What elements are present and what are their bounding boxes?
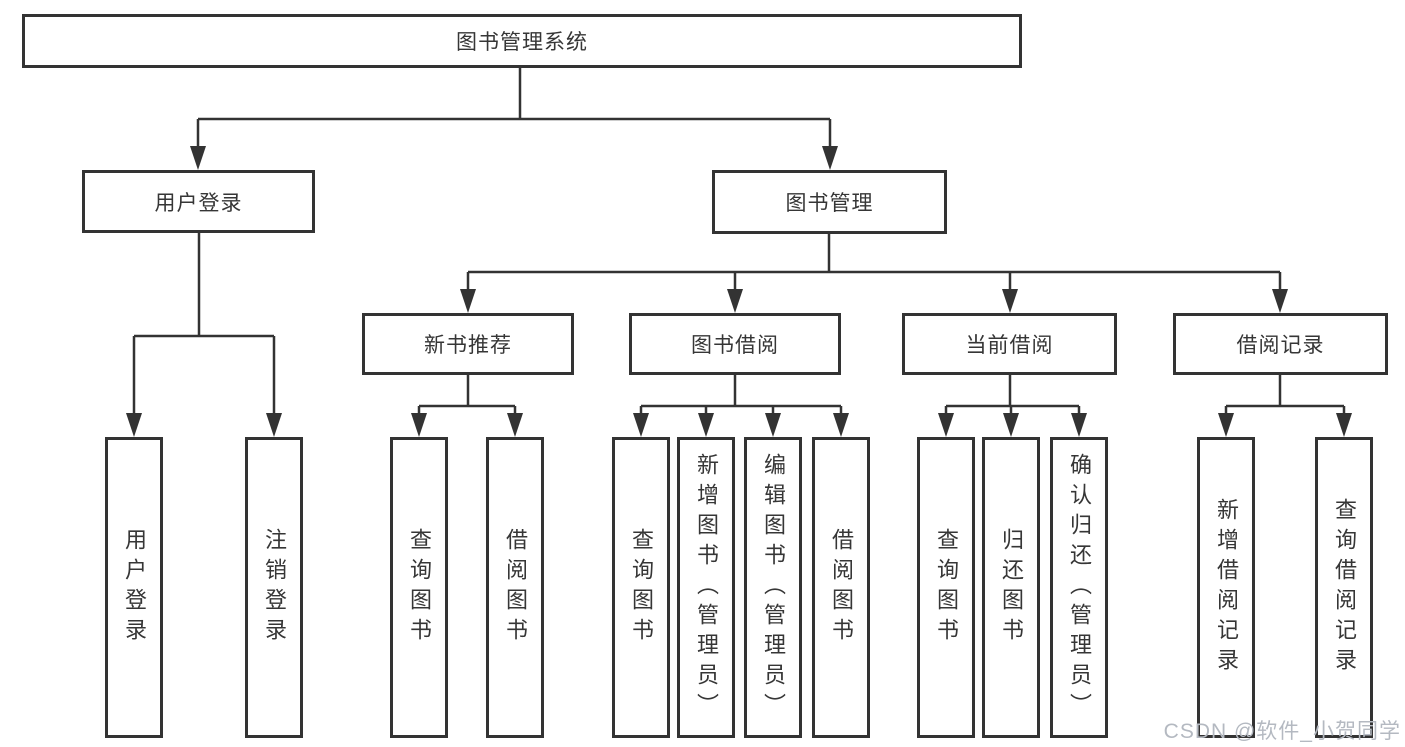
- node-root-system: 图书管理系统: [22, 14, 1022, 68]
- node-label: 查询图书: [934, 527, 959, 648]
- arrowhead: [833, 413, 849, 437]
- arrowhead: [190, 146, 206, 170]
- leaf-return-books: 归还图书: [982, 437, 1040, 738]
- arrowhead: [460, 289, 476, 313]
- node-label: 当前借阅: [965, 334, 1054, 357]
- leaf-borrow-books: 借阅图书: [812, 437, 870, 738]
- edges-user-login-subtree: [126, 233, 282, 437]
- edges-borrow-records-subtree: [1218, 375, 1352, 437]
- node-label: 借阅记录: [1236, 334, 1325, 357]
- node-label: 新增图书（管理员）: [694, 452, 719, 723]
- node-label: 查询图书: [629, 527, 654, 648]
- arrowhead: [1071, 413, 1087, 437]
- arrowhead: [1003, 413, 1019, 437]
- connector-path: [944, 375, 1081, 418]
- leaf-logout: 注销登录: [245, 437, 303, 738]
- arrowhead: [411, 413, 427, 437]
- node-book-borrowing: 图书借阅: [629, 313, 841, 375]
- node-label: 图书管理: [785, 192, 874, 215]
- edges-book-borrow-subtree: [633, 375, 849, 437]
- leaf-edit-books-admin: 编辑图书（管理员）: [744, 437, 802, 738]
- arrowhead: [1218, 413, 1234, 437]
- arrowhead: [822, 146, 838, 170]
- arrowhead: [727, 289, 743, 313]
- arrowhead: [1272, 289, 1288, 313]
- edges-current-borrow-subtree: [938, 375, 1087, 437]
- node-label: 查询借阅记录: [1332, 497, 1357, 678]
- arrowhead: [698, 413, 714, 437]
- arrowhead: [938, 413, 954, 437]
- node-label: 查询图书: [407, 527, 432, 648]
- node-label: 归还图书: [999, 527, 1024, 648]
- leaf-add-books-admin: 新增图书（管理员）: [677, 437, 735, 738]
- arrowhead: [765, 413, 781, 437]
- node-label: 确认归还（管理员）: [1067, 452, 1092, 723]
- node-label: 新增借阅记录: [1214, 497, 1239, 678]
- node-label: 借阅图书: [503, 527, 528, 648]
- leaf-borrow-books-recommend: 借阅图书: [486, 437, 544, 738]
- node-label: 注销登录: [262, 527, 287, 648]
- leaf-query-books-borrowing: 查询图书: [612, 437, 670, 738]
- node-new-book-recommend: 新书推荐: [362, 313, 574, 375]
- arrowhead: [1002, 289, 1018, 313]
- connector-path: [639, 375, 843, 418]
- arrowhead: [633, 413, 649, 437]
- node-label: 图书借阅: [691, 334, 779, 357]
- node-user-login: 用户登录: [82, 170, 315, 233]
- leaf-confirm-return-admin: 确认归还（管理员）: [1050, 437, 1108, 738]
- node-label: 用户登录: [154, 191, 243, 215]
- node-borrowing-records: 借阅记录: [1173, 313, 1388, 375]
- arrowhead: [126, 413, 142, 437]
- leaf-add-borrow-record: 新增借阅记录: [1197, 437, 1255, 738]
- edges-new-book-subtree: [411, 375, 523, 437]
- connector-path: [132, 233, 276, 418]
- leaf-query-books-current: 查询图书: [917, 437, 975, 738]
- arrowhead: [266, 413, 282, 437]
- connector-path: [196, 68, 832, 151]
- arrowhead: [1336, 413, 1352, 437]
- node-label: 图书管理系统: [456, 31, 588, 54]
- arrowhead: [507, 413, 523, 437]
- connector-path: [417, 375, 517, 418]
- leaf-user-login: 用户登录: [105, 437, 163, 738]
- connector-path: [1224, 375, 1346, 418]
- connector-path: [466, 234, 1282, 294]
- node-book-management: 图书管理: [712, 170, 947, 234]
- edges-root-to-level2: [190, 68, 838, 170]
- node-label: 用户登录: [122, 527, 147, 648]
- node-current-borrowing: 当前借阅: [902, 313, 1117, 375]
- node-label: 借阅图书: [829, 527, 854, 648]
- csdn-watermark: CSDN @软件_小贺同学: [1163, 720, 1401, 743]
- leaf-query-books-recommend: 查询图书: [390, 437, 448, 738]
- leaf-query-borrow-record: 查询借阅记录: [1315, 437, 1373, 738]
- edges-book-mgmt-to-level3: [460, 234, 1288, 313]
- node-label: 编辑图书（管理员）: [761, 452, 786, 723]
- node-label: 新书推荐: [424, 334, 512, 357]
